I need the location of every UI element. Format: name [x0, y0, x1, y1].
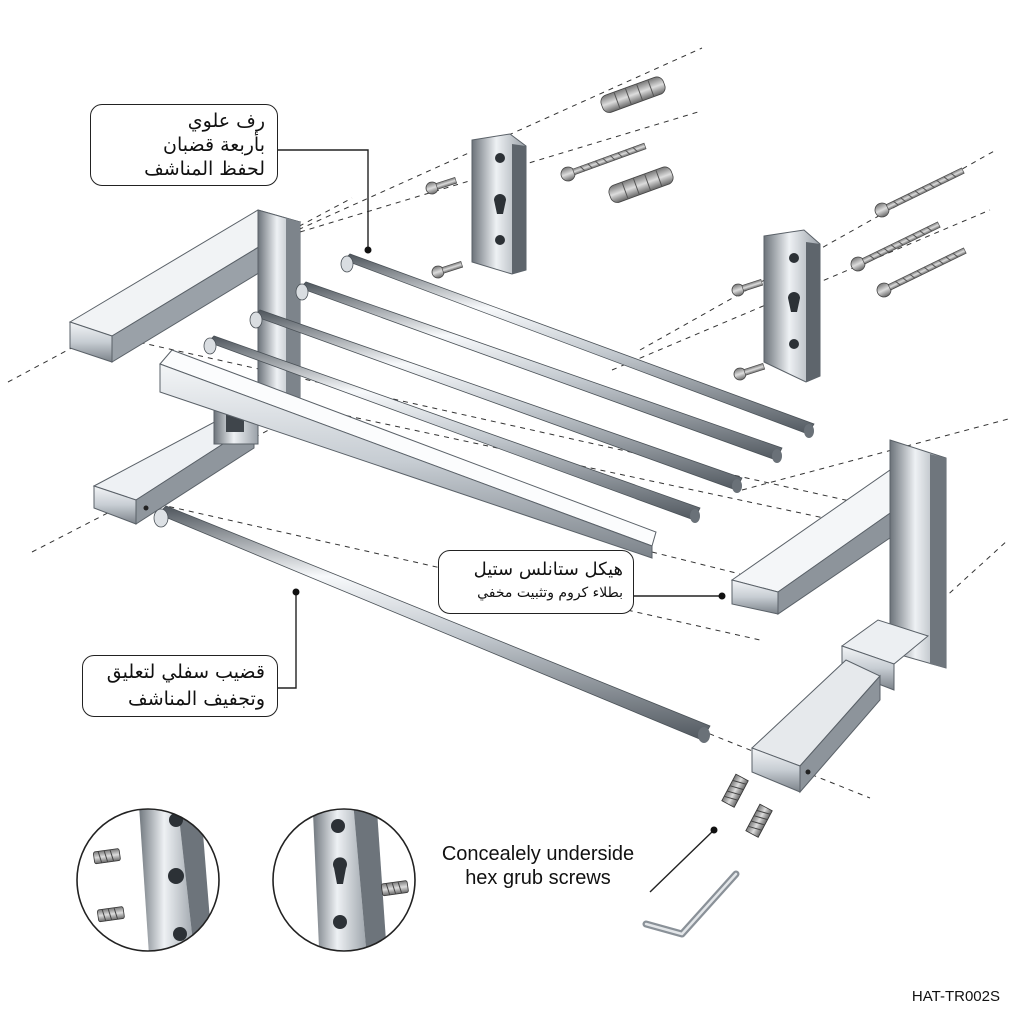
grub-screws: [721, 773, 773, 838]
wall-anchors: [600, 76, 674, 203]
callout-top-line-3: لحفظ المناشف: [144, 158, 265, 180]
callout-bottom-bar: قضيب سفلي لتعليق وتجفيف المناشف: [82, 655, 278, 717]
top-rods: [203, 253, 815, 523]
model-code: HAT-TR002S: [911, 988, 1000, 1005]
wall-screws: [560, 142, 967, 298]
callout-frame-line-2: بطلاء كروم وتثبيت مخفي: [477, 585, 623, 601]
callout-top-line-1: رف علوي: [187, 110, 265, 132]
bottom-rod: [153, 505, 711, 743]
detail-circle-left: [76, 808, 220, 952]
callout-frame: هيكل ستانلس ستيل بطلاء كروم وتثبيت مخفي: [438, 550, 634, 614]
callout-bottom-line-1: قضيب سفلي لتعليق: [106, 661, 265, 683]
front-shelf-bar: [159, 349, 657, 559]
callout-top-shelf: رف علوي بأربعة قضبان لحفظ المناشف: [90, 104, 278, 186]
callout-grub-screws: Concealely underside hex grub screws: [432, 842, 644, 890]
callout-bottom-line-2: وتجفيف المناشف: [128, 688, 265, 710]
detail-circle-right: [272, 808, 416, 952]
callout-screws-line-1: Concealely underside: [441, 843, 635, 865]
wall-plate-right: [763, 229, 821, 383]
rod-4: [203, 335, 701, 523]
right-bracket: [730, 439, 947, 794]
plate-screws: [425, 177, 766, 381]
rod-3: [249, 309, 743, 493]
callout-screws-line-2: hex grub screws: [465, 867, 611, 889]
rod-1: [340, 253, 815, 438]
wall-plate-left: [471, 133, 527, 275]
leader-lines: [278, 149, 722, 893]
leader-dots: [292, 246, 726, 834]
callout-frame-line-1: هيكل ستانلس ستيل: [473, 559, 623, 580]
callout-top-line-2: بأربعة قضبان: [163, 134, 265, 156]
rod-2: [295, 281, 783, 463]
left-lower-arm: [92, 403, 259, 525]
